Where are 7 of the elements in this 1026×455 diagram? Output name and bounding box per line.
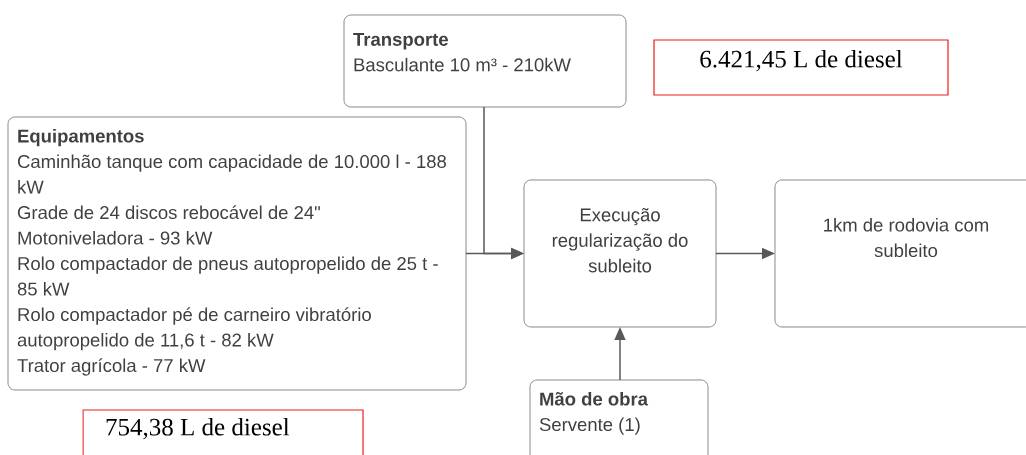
result-box: 754,38 L de diesel (82, 409, 364, 455)
result-box: 6.421,45 L de diesel (653, 39, 949, 96)
process-box: 1km de rodovia com subleito (774, 179, 1026, 328)
process-box: Execução regularização do subleito (523, 179, 717, 328)
resource-box: Mão de obra Servente (1) (529, 379, 709, 455)
resource-box: Equipamentos Caminhão tanque com capacidade de 10.000 l - 188 kW Grade de 24 discos rebocável de 24" Motoniveladora - 93 kW Rolo compactador de pneus autopropelido de 25 t - 85 kW Rolo compactador pé de carneiro vibratório autopropelido de 11,6 t - 82 kW Trator agrícola - 77 kW (7, 116, 467, 391)
resource-box: Transporte Basculante 10 m³ - 210kW (343, 14, 627, 108)
